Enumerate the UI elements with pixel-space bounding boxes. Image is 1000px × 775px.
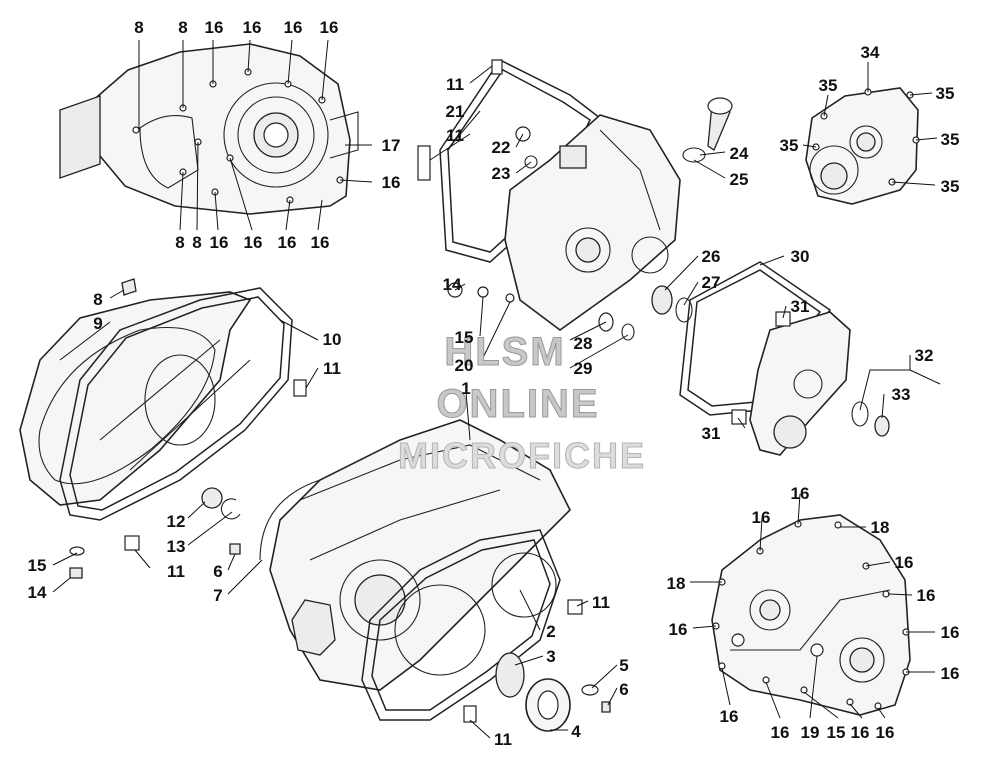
watermark-line-1: HLSM — [444, 330, 565, 374]
callout-label: 2 — [546, 622, 555, 641]
lower-gear-cover — [711, 514, 911, 716]
side-cover-assembly — [417, 59, 733, 341]
callout-label: 32 — [915, 346, 934, 365]
callout-label: 3 — [546, 647, 555, 666]
callout-label: 16 — [382, 173, 401, 192]
callout-label: 16 — [720, 707, 739, 726]
callout-label: 15 — [455, 328, 474, 347]
callout-label: 9 — [93, 314, 102, 333]
inner-clutch-cover — [19, 278, 307, 579]
callout-label: 11 — [592, 593, 610, 612]
callout-label: 27 — [702, 273, 721, 292]
callout-label: 11 — [446, 75, 464, 94]
callout-label: 16 — [895, 553, 914, 572]
callout-label: 1 — [461, 379, 470, 398]
callout-label: 23 — [492, 164, 511, 183]
callout-label: 17 — [382, 136, 401, 155]
callout-label: 14 — [28, 583, 47, 602]
callout-label: 14 — [443, 275, 462, 294]
callout-label: 33 — [892, 385, 911, 404]
callout-label: 16 — [851, 723, 870, 742]
callout-label: 12 — [167, 512, 186, 531]
callout-label: 16 — [669, 620, 688, 639]
callout-label: 21 — [446, 102, 465, 121]
callout-label: 8 — [175, 233, 184, 252]
watermark-line-2: ONLINE — [436, 382, 599, 426]
callout-label: 34 — [861, 43, 880, 62]
callout-label: 16 — [917, 586, 936, 605]
callout-label: 11 — [323, 359, 341, 378]
callout-label: 16 — [752, 508, 771, 527]
callout-label: 18 — [871, 518, 890, 537]
callout-label: 29 — [574, 359, 593, 378]
callout-label: 26 — [702, 247, 721, 266]
callout-label: 35 — [819, 76, 838, 95]
callout-label: 13 — [167, 537, 186, 556]
callout-label: 16 — [876, 723, 895, 742]
part-callouts: 8 8 16 16 16 16 17 16 8 8 16 16 16 16 11… — [28, 18, 960, 749]
callout-label: 31 — [791, 297, 810, 316]
callout-label: 19 — [801, 723, 820, 742]
callout-label: 8 — [192, 233, 201, 252]
callout-label: 10 — [323, 330, 342, 349]
callout-label: 8 — [134, 18, 143, 37]
callout-label: 8 — [178, 18, 187, 37]
gear-case-cover — [679, 261, 890, 456]
callout-label: 24 — [730, 144, 749, 163]
outer-clutch-cover — [59, 43, 359, 215]
callout-label: 16 — [941, 664, 960, 683]
callout-label: 20 — [455, 356, 474, 375]
callout-label: 25 — [730, 170, 749, 189]
callout-label: 16 — [244, 233, 263, 252]
callout-label: 11 — [494, 730, 512, 749]
callout-label: 16 — [771, 723, 790, 742]
callout-label: 28 — [574, 334, 593, 353]
watermark-line-3: MICROFICHE — [398, 435, 646, 476]
callout-label: 7 — [213, 586, 222, 605]
callout-label: 35 — [941, 130, 960, 149]
callout-label: 22 — [492, 138, 511, 157]
crankcase-half — [229, 419, 611, 732]
small-gear-cover — [805, 87, 920, 205]
callout-label: 15 — [827, 723, 846, 742]
callout-label: 16 — [205, 18, 224, 37]
callout-label: 11 — [446, 126, 464, 145]
callout-label: 35 — [941, 177, 960, 196]
callout-label: 16 — [243, 18, 262, 37]
callout-label: 8 — [93, 290, 102, 309]
watermark: HLSM ONLINE MICROFICHE — [398, 330, 646, 477]
callout-label: 6 — [619, 680, 628, 699]
callout-label: 30 — [791, 247, 810, 266]
leader-lines — [52, 39, 941, 739]
callout-label: 15 — [28, 556, 47, 575]
callout-label: 4 — [571, 722, 581, 741]
callout-label: 16 — [284, 18, 303, 37]
callout-label: 16 — [311, 233, 330, 252]
callout-label: 16 — [210, 233, 229, 252]
callout-label: 31 — [702, 424, 721, 443]
callout-label: 35 — [780, 136, 799, 155]
callout-label: 35 — [936, 84, 955, 103]
callout-label: 16 — [320, 18, 339, 37]
callout-label: 18 — [667, 574, 686, 593]
callout-label: 16 — [941, 623, 960, 642]
callout-label: 16 — [278, 233, 297, 252]
callout-label: 11 — [167, 562, 185, 581]
callout-label: 16 — [791, 484, 810, 503]
callout-label: 5 — [619, 656, 628, 675]
callout-label: 6 — [213, 562, 222, 581]
